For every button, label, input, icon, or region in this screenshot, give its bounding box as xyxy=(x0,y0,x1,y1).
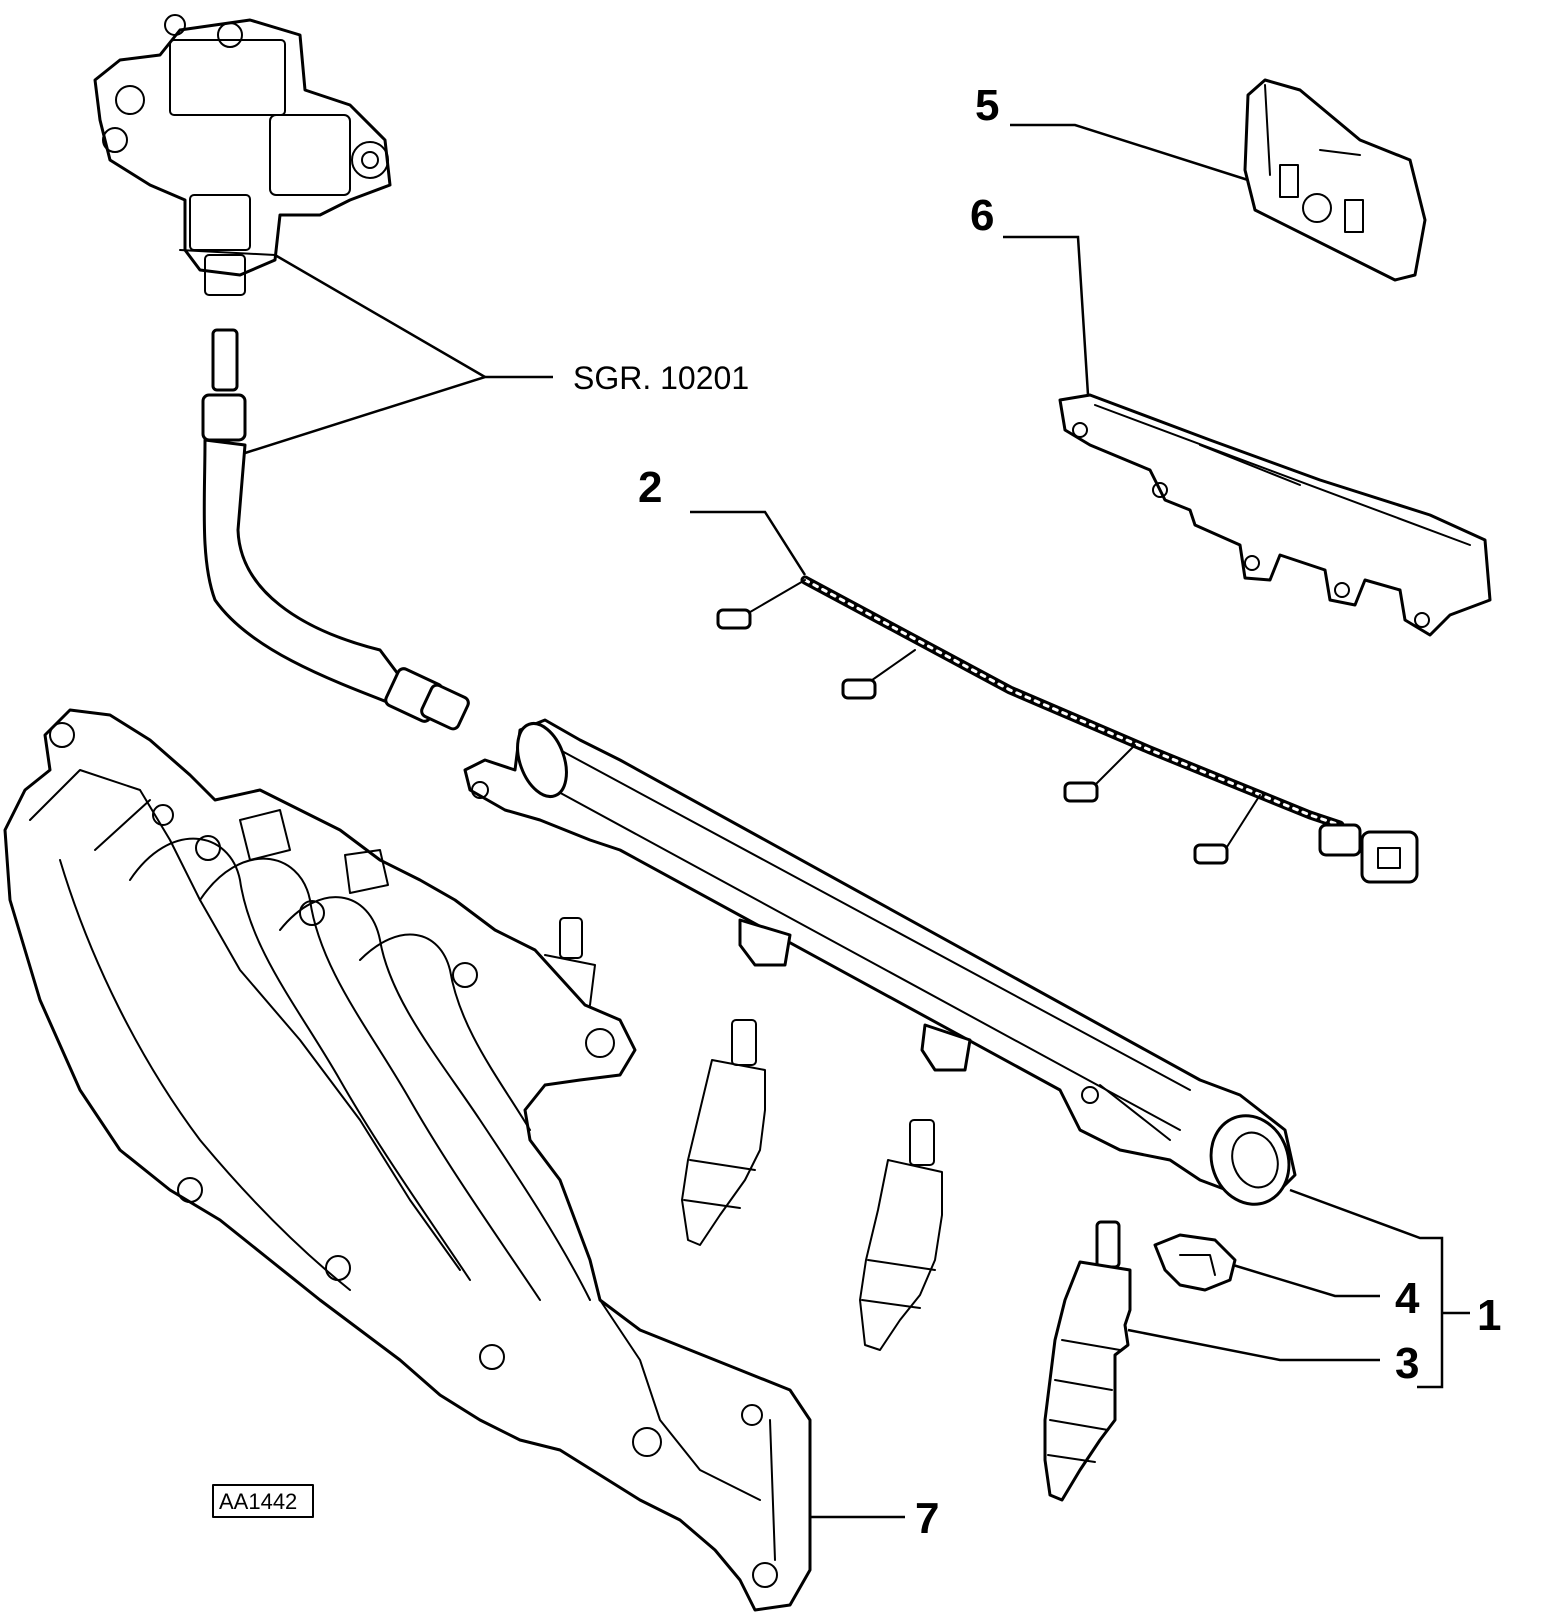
callout-4: 4 xyxy=(1395,1274,1420,1323)
pressure-regulator-assembly xyxy=(93,14,392,296)
intake-manifold-7 xyxy=(3,708,812,1612)
callout-2: 2 xyxy=(638,463,662,512)
drawing-code: AA1442 xyxy=(219,1489,297,1514)
retaining-clip-4 xyxy=(1153,1233,1237,1292)
injector-phantom-a xyxy=(681,1019,766,1246)
leader-lines xyxy=(244,123,1470,1519)
fuel-rail xyxy=(463,718,1297,1206)
leader-3 xyxy=(1127,1328,1380,1362)
leader-sgr-lower xyxy=(244,375,553,455)
injector-phantom-b xyxy=(859,1119,943,1351)
bracket-5 xyxy=(1243,78,1427,282)
callout-labels: 5 6 2 4 1 3 7 SGR. 10201 xyxy=(573,81,1501,1543)
leader-6 xyxy=(1003,235,1090,396)
leader-1-rail xyxy=(1289,1188,1444,1389)
reference-label: SGR. 10201 xyxy=(573,360,749,396)
callout-3: 3 xyxy=(1395,1339,1419,1388)
fuel-hose xyxy=(201,328,470,731)
callout-7: 7 xyxy=(915,1494,939,1543)
drawing-code-box: AA1442 xyxy=(212,1484,314,1518)
rail-support-6 xyxy=(1058,393,1492,637)
leader-5 xyxy=(1010,123,1249,182)
injector-3 xyxy=(1043,1220,1132,1502)
callout-5: 5 xyxy=(975,81,999,130)
wiring-harness-2 xyxy=(716,575,1419,884)
leader-4 xyxy=(1232,1263,1380,1298)
callout-6: 6 xyxy=(970,191,994,240)
leader-sgr-upper xyxy=(274,253,486,379)
leader-2 xyxy=(690,510,807,576)
callout-1: 1 xyxy=(1477,1291,1501,1340)
